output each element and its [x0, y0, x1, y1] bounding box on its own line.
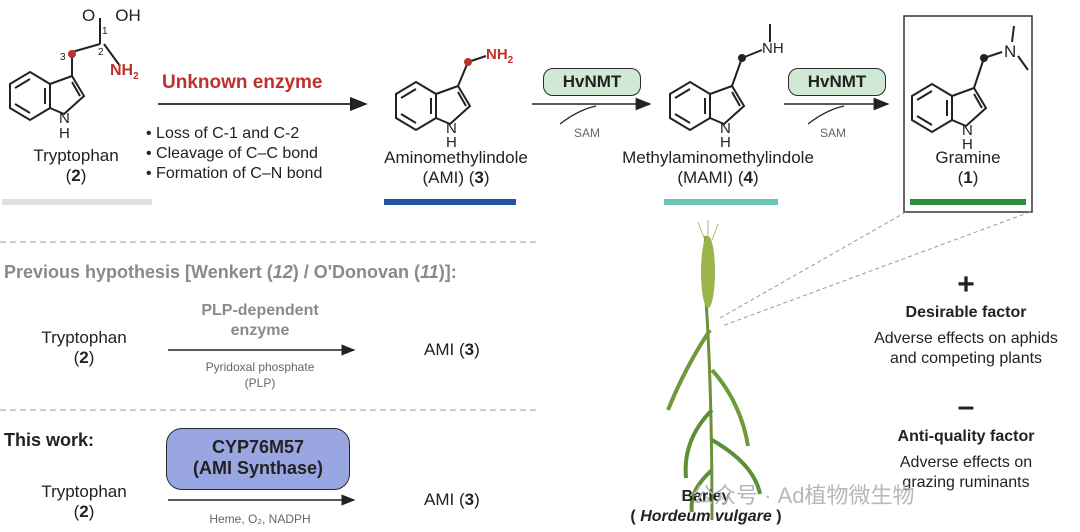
previous-hypothesis-title: Previous hypothesis [Wenkert (12) / O'Do…	[4, 262, 457, 282]
tw-product: AMI (3)	[424, 490, 480, 509]
ami-structure	[395, 55, 487, 132]
ami-name: Aminomethylindole	[384, 148, 528, 167]
gramine-indole-n: N	[962, 122, 973, 139]
mami-indole-n: N	[720, 120, 731, 137]
gramine-structure	[911, 25, 1029, 134]
tw-substrate-number: (2)	[73, 502, 95, 521]
prev-product: AMI (3)	[424, 340, 480, 359]
hvnmt-enzyme-2: HvNMT	[788, 68, 886, 96]
anti-quality-line2: grazing ruminants	[902, 474, 1030, 491]
cyp76m57-enzyme: CYP76M57 (AMI Synthase)	[166, 428, 350, 490]
sam-label-1: SAM	[574, 126, 601, 140]
ami-indole-n: N	[446, 120, 457, 137]
gramine-name: Gramine	[935, 148, 1001, 167]
ami-color-bar	[384, 199, 516, 205]
mami-structure	[669, 24, 771, 132]
trp-name: Tryptophan	[33, 146, 119, 165]
desirable-line1: Adverse effects on aphids	[874, 330, 1058, 347]
mami-amine-label: NH	[762, 40, 784, 57]
gramine-indole-h: H	[962, 136, 973, 153]
desirable-factor-title: Desirable factor	[905, 304, 1027, 321]
step1-note: Formation of C–N bond	[146, 164, 322, 184]
anti-quality-line1: Adverse effects on	[899, 454, 1033, 471]
mami-name: Methylaminomethylindole	[622, 148, 814, 167]
prev-substrate: Tryptophan	[41, 328, 127, 347]
step1-note: Loss of C-1 and C-2	[146, 124, 322, 144]
trp-number: (2)	[65, 166, 87, 185]
mami-abbrev: (MAMI) (4)	[677, 168, 759, 187]
trp-c1-label: 1	[102, 26, 108, 37]
plp-enzyme-line1: PLP-dependent	[201, 302, 319, 319]
trp-c2-label: 2	[98, 47, 104, 58]
trp-indole-n: N	[59, 110, 70, 127]
mami-color-bar	[664, 199, 778, 205]
plp-cofactor-line2: (PLP)	[244, 376, 276, 390]
step1-note: Cleavage of C–C bond	[146, 144, 322, 164]
barley-species: ( Hordeum vulgare )	[630, 508, 782, 525]
cyp-alias: (AMI Synthase)	[192, 458, 324, 478]
ami-abbrev: (AMI) (3)	[422, 168, 490, 187]
anti-quality-title: Anti-quality factor	[897, 428, 1035, 445]
hvnmt-enzyme-1: HvNMT	[543, 68, 641, 96]
cyp-name: CYP76M57	[211, 437, 305, 457]
plus-sign: +	[957, 268, 975, 301]
ami-amine-label: NH2	[486, 46, 514, 66]
mami-indole-h: H	[720, 134, 731, 151]
desirable-line2: and competing plants	[889, 350, 1043, 367]
tryptophan-structure	[9, 18, 121, 122]
trp-c3-label: 3	[60, 52, 66, 63]
trp-color-bar	[2, 199, 152, 205]
plp-cofactor-line1: Pyridoxal phosphate	[205, 360, 315, 374]
plp-enzyme-line2: enzyme	[230, 322, 290, 339]
tw-substrate: Tryptophan	[41, 482, 127, 501]
barley-label: Barley	[681, 488, 731, 505]
gramine-amine-label: N	[1004, 42, 1017, 61]
gramine-color-bar	[910, 199, 1026, 205]
unknown-enzyme-label: Unknown enzyme	[162, 72, 323, 93]
gramine-box	[903, 15, 1033, 213]
this-work-title: This work:	[4, 430, 95, 450]
step1-notes: Loss of C-1 and C-2 Cleavage of C–C bond…	[146, 124, 322, 184]
sam-label-2: SAM	[820, 126, 847, 140]
trp-indole-h: H	[59, 125, 70, 142]
minus-sign: –	[957, 390, 975, 423]
cyp-cofactors: Heme, O₂, NADPH	[209, 512, 311, 526]
barley-plant-image	[666, 220, 762, 521]
trp-amine-label: NH2	[110, 62, 139, 83]
gramine-number: (1)	[957, 168, 979, 187]
watermark: 公众号 · Ad植物微生物	[692, 483, 915, 508]
prev-substrate-number: (2)	[73, 348, 95, 367]
ami-indole-h: H	[446, 134, 457, 151]
